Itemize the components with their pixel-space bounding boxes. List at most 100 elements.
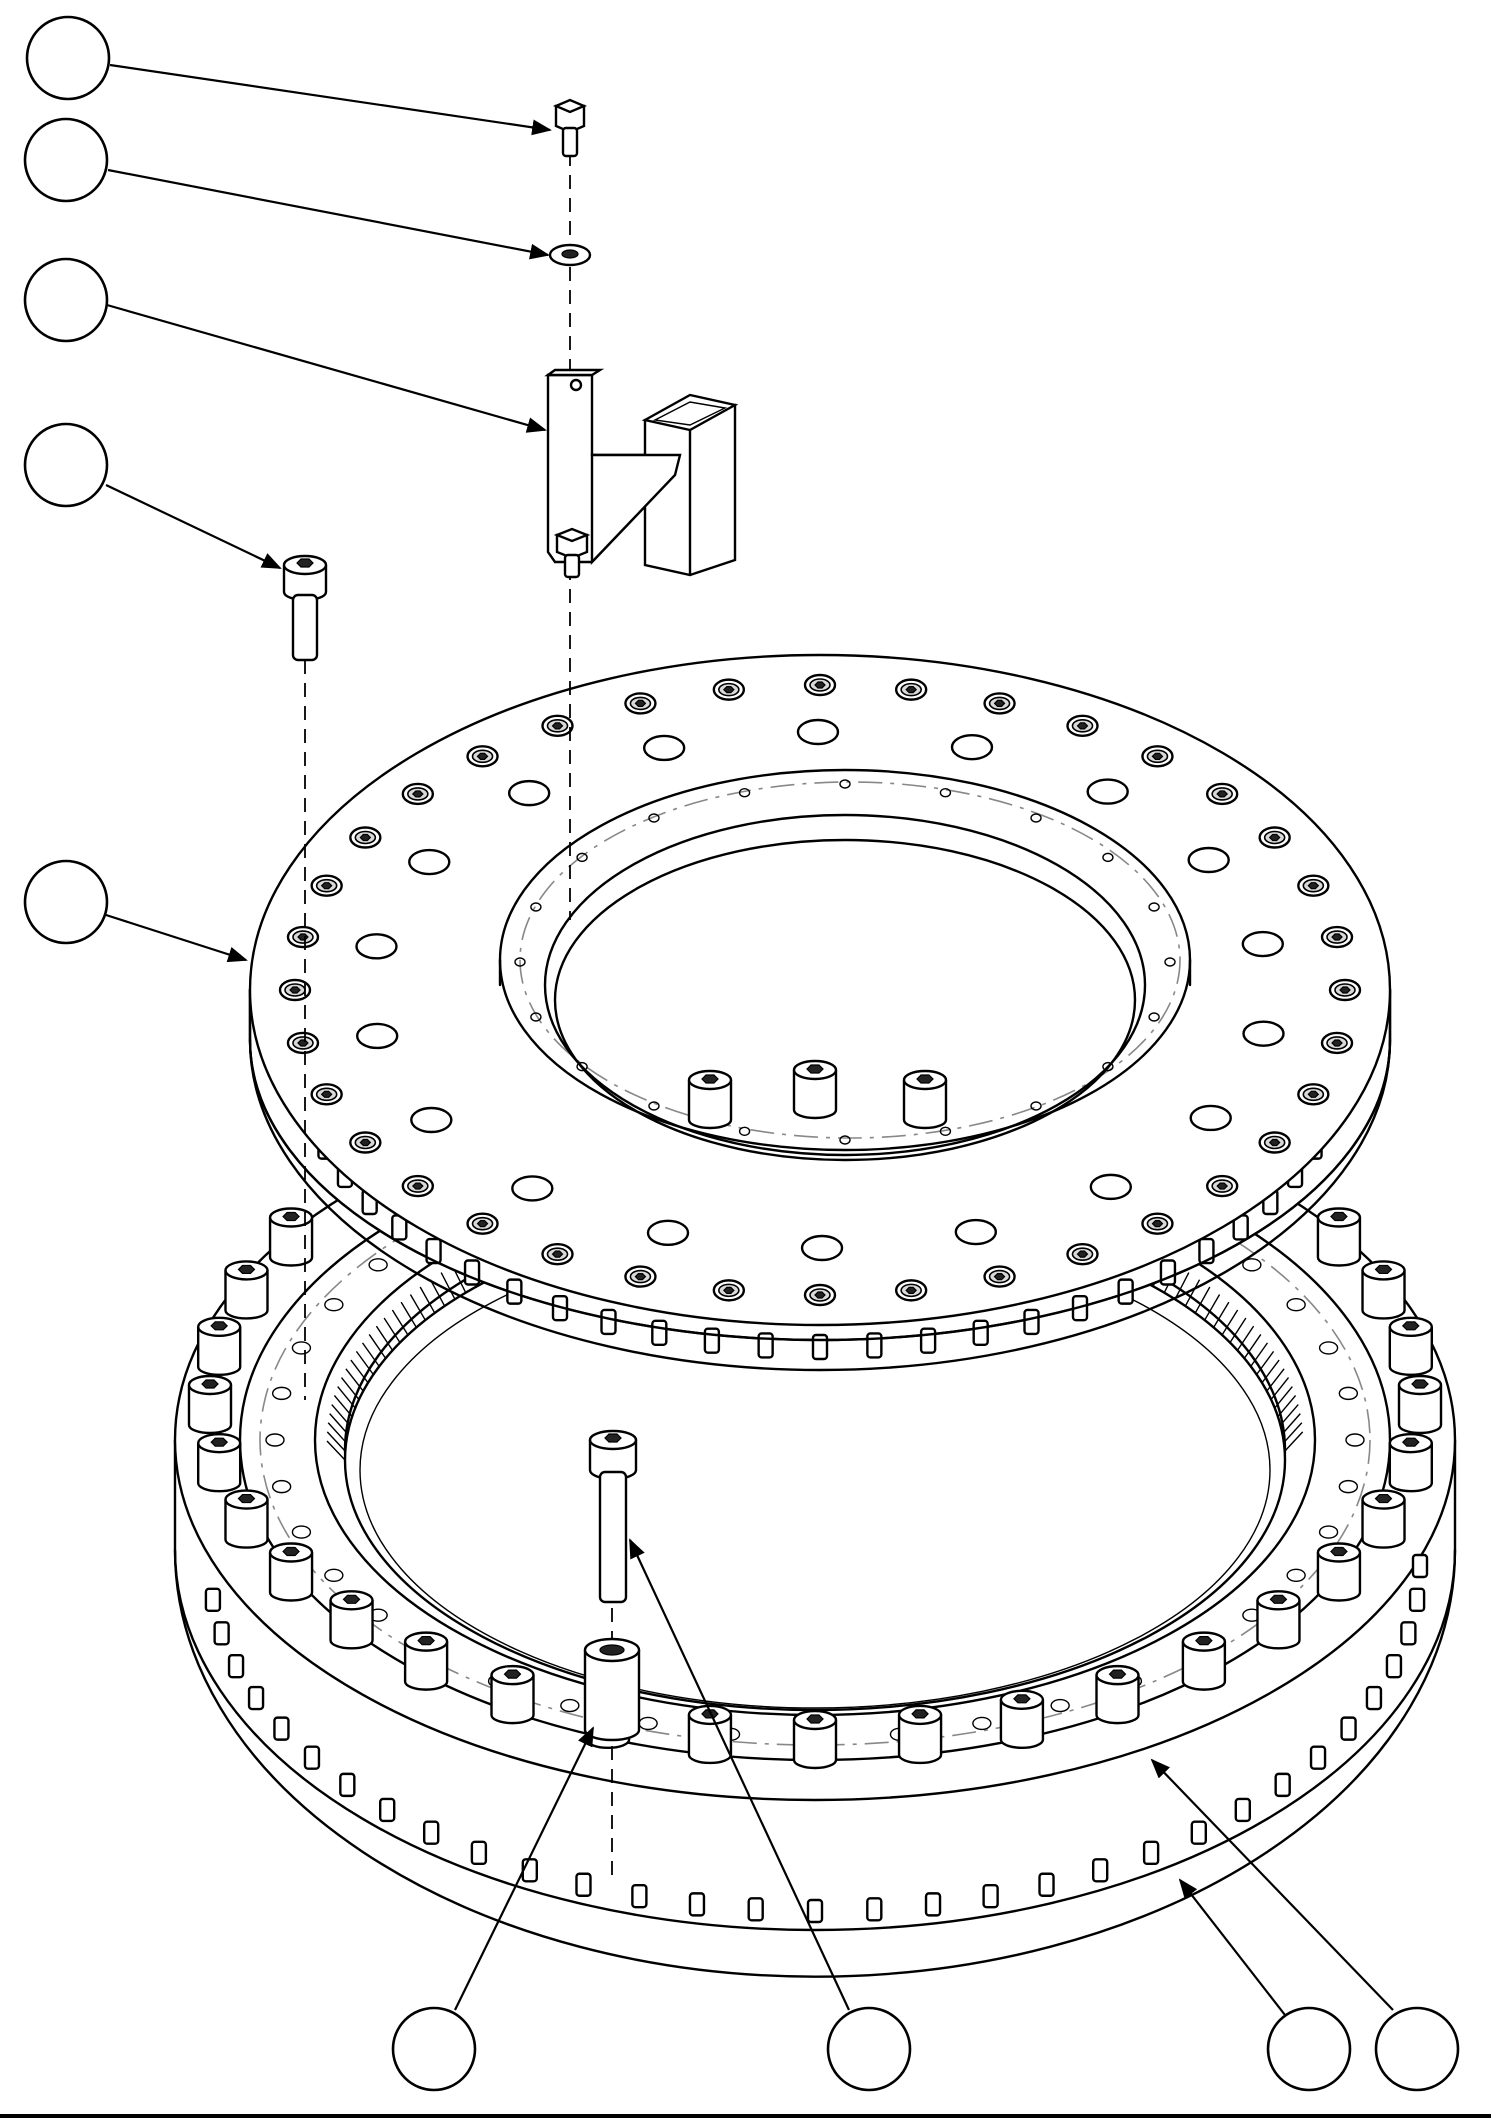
plate-screw [1066,1242,1099,1266]
stud [1234,1797,1251,1823]
plate-screw [712,678,746,701]
stud [1340,1716,1357,1741]
stud [1190,1820,1208,1845]
bore-screws [687,1059,948,1130]
bore-hole [1148,902,1160,912]
plate-holes [355,718,1285,1262]
ring-bolt [1095,1664,1140,1725]
gear-tooth [1256,1350,1275,1375]
gear-tooth [375,1325,394,1351]
plate-stud [811,1333,829,1361]
gear-tooth [329,1413,349,1435]
plate-screw [541,714,574,738]
stud [982,1883,999,1909]
bracket [544,368,739,579]
stud [379,1797,396,1823]
gear-tooth [440,1272,456,1300]
gear-tooth [345,1368,364,1392]
bore-hole [648,1101,660,1111]
ring-bolt [224,1260,269,1320]
plate-screws [278,673,1362,1307]
plate-hole [796,718,840,746]
gear-tooth [1174,1272,1190,1300]
stud [213,1621,230,1646]
balloon-6 [391,1726,594,2092]
ring-hole [368,1258,388,1272]
bore-hole [1148,1012,1160,1022]
stud [227,1653,245,1679]
plate-screw [466,1212,499,1235]
ring-bolt [999,1689,1045,1749]
ring-bolt [897,1704,943,1765]
gear-tooth [333,1395,353,1418]
ring-bolt [687,1704,733,1765]
bore-screw [687,1069,733,1130]
plate-stud [866,1332,883,1359]
plate-hole [800,1234,844,1262]
plate-screw [401,782,435,806]
plate-hole [954,1218,998,1246]
plate-hole [410,1106,453,1134]
plate-screw [1297,1083,1330,1106]
balloon-1 [25,15,552,136]
balloon-3 [23,257,547,433]
hex-bolt [552,98,588,158]
ring-hole [324,1298,344,1312]
plate-hole [507,779,551,807]
plate-screw [803,673,837,697]
stud [339,1772,356,1798]
stud [1385,1653,1403,1679]
ring-bolt [490,1664,535,1725]
gear-tooth [340,1377,360,1400]
ring-hole [1318,1341,1339,1355]
plate-hole [1241,930,1285,958]
plate-hole [408,848,451,876]
stud [866,1897,883,1922]
ring-bolt [187,1374,233,1435]
ring-bolt [1388,1316,1434,1377]
bore-holes [514,779,1176,1145]
ring-bolt [1397,1374,1443,1435]
gear-tooth [361,1342,380,1367]
plate-screw [401,1174,435,1198]
gear-tooth [1184,1279,1201,1307]
stud [688,1892,706,1917]
gear-tooth [1204,1294,1221,1321]
top-flange-plate [248,653,1392,1372]
ring-hole [1286,1568,1306,1582]
plate-hole [1187,846,1230,874]
plate-stud [1198,1237,1215,1265]
ring-bolt [329,1590,374,1650]
ring-hole [1338,1479,1359,1494]
gear-tooth [1212,1301,1230,1328]
ring-bolt [1388,1432,1434,1493]
plate-screw [1205,1174,1239,1198]
ring-bolt [1316,1207,1362,1267]
gear-tooth [326,1440,346,1461]
base-studs [204,1553,1429,1924]
ring-bolt [268,1542,314,1602]
bore-hole [530,1012,542,1022]
plate-stud [757,1332,774,1359]
bore-hole [648,813,660,823]
gear-tooth [1283,1422,1303,1444]
gear-tooth [1277,1395,1297,1418]
bore-screw [902,1069,948,1130]
bore-hole [1102,852,1114,863]
plate-stud [425,1237,442,1265]
lock-washer [548,243,592,267]
plate-stud [600,1308,617,1336]
stud [1309,1745,1327,1770]
plate-stud [1023,1308,1040,1336]
bore-hole [839,779,851,789]
gear-tooth [1284,1431,1304,1452]
plate-stud [972,1319,989,1347]
stud [1091,1858,1109,1883]
ring-bolt [224,1489,269,1549]
stud [1365,1685,1383,1711]
stud [1038,1872,1055,1897]
plate-stud [703,1327,721,1354]
stud [1411,1553,1429,1579]
plate-screw [983,692,1016,715]
